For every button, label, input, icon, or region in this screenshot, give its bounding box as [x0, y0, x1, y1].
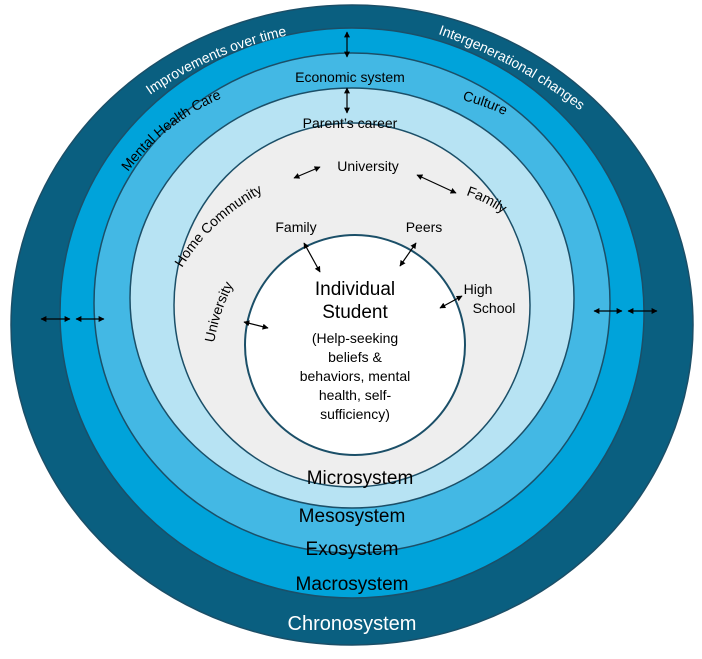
- individual-desc-line3: behaviors, mental: [300, 368, 411, 384]
- meso-university-label: University: [337, 158, 398, 174]
- arrow-university-individual: [243, 320, 269, 330]
- arrow-university-family: [416, 174, 457, 194]
- individual-desc-line2: beliefs &: [328, 349, 382, 365]
- micro-family-label: Family: [275, 219, 316, 235]
- chronosystem-label: Chronosystem: [288, 613, 417, 635]
- microsystem-label: Microsystem: [307, 468, 414, 489]
- arrow-peers-individual: [399, 242, 417, 267]
- arrow-family-individual: [303, 242, 321, 273]
- individual-desc-line4: health, self-: [319, 387, 392, 403]
- exo-parents-career-label: Parent’s career: [303, 115, 398, 131]
- micro-peers-label: Peers: [406, 219, 443, 235]
- individual-title-line1: Individual: [315, 279, 395, 300]
- micro-high-school-label-2: School: [473, 300, 516, 316]
- micro-high-school-label-1: High: [464, 281, 493, 297]
- arrow-highschool-individual: [439, 295, 463, 309]
- arrow-home-university: [293, 166, 321, 179]
- individual-desc-line5: sufficiency): [320, 406, 390, 422]
- mesosystem-label: Mesosystem: [299, 506, 406, 527]
- individual-title-line2: Student: [322, 302, 388, 323]
- individual-circle: [244, 234, 466, 456]
- macro-economic-system-label: Economic system: [295, 69, 405, 85]
- macrosystem-label: Macrosystem: [296, 574, 409, 595]
- individual-desc-line1: (Help-seeking: [312, 330, 398, 346]
- exosystem-label: Exosystem: [306, 539, 399, 560]
